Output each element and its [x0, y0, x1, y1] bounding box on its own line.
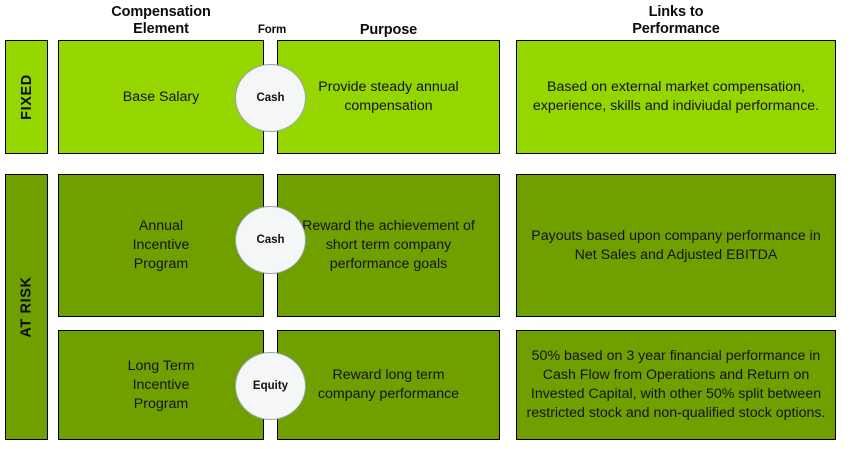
links-box-row-1: Based on external market compensation, e…	[516, 40, 836, 154]
purpose-text-row-1: Provide steady annual compensation	[318, 79, 459, 114]
element-box-row-3: Long Term Incentive Program	[58, 330, 264, 440]
purpose-box-row-1: Provide steady annual compensation	[277, 40, 500, 154]
element-text-row-1: Base Salary	[122, 88, 200, 105]
category-label-at-risk-text: AT RISK	[18, 276, 35, 338]
links-text-row-1: Based on external market compensation, e…	[532, 79, 820, 114]
category-label-at-risk: AT RISK	[5, 174, 48, 440]
column-header-purpose: Purpose	[359, 22, 418, 38]
element-box-row-2: Annual Incentive Program	[58, 174, 264, 317]
purpose-text-row-3: Reward long term company performance	[317, 367, 460, 402]
column-header-form: Form	[257, 24, 287, 36]
form-ellipse-row-1: Cash	[235, 64, 306, 132]
links-text-row-2: Payouts based upon company performance i…	[531, 227, 821, 263]
links-box-row-2: Payouts based upon company performance i…	[516, 174, 836, 317]
form-text-row-2: Cash	[256, 234, 285, 246]
element-text-row-3: Long Term Incentive Program	[127, 357, 195, 412]
form-text-row-3: Equity	[252, 380, 289, 392]
category-label-fixed: FIXED	[5, 40, 48, 154]
purpose-box-row-3: Reward long term company performance	[277, 330, 500, 440]
purpose-box-row-2: Reward the achievement of short term com…	[277, 174, 500, 317]
links-text-row-3: 50% based on 3 year financial performanc…	[526, 348, 826, 421]
links-box-row-3: 50% based on 3 year financial performanc…	[516, 330, 836, 440]
form-text-row-1: Cash	[256, 92, 285, 104]
category-label-fixed-text: FIXED	[18, 74, 35, 120]
element-box-row-1: Base Salary	[58, 40, 264, 154]
form-ellipse-row-2: Cash	[235, 206, 306, 274]
form-ellipse-row-3: Equity	[235, 352, 306, 420]
element-text-row-2: Annual Incentive Program	[132, 218, 190, 272]
purpose-text-row-2: Reward the achievement of short term com…	[302, 218, 475, 272]
